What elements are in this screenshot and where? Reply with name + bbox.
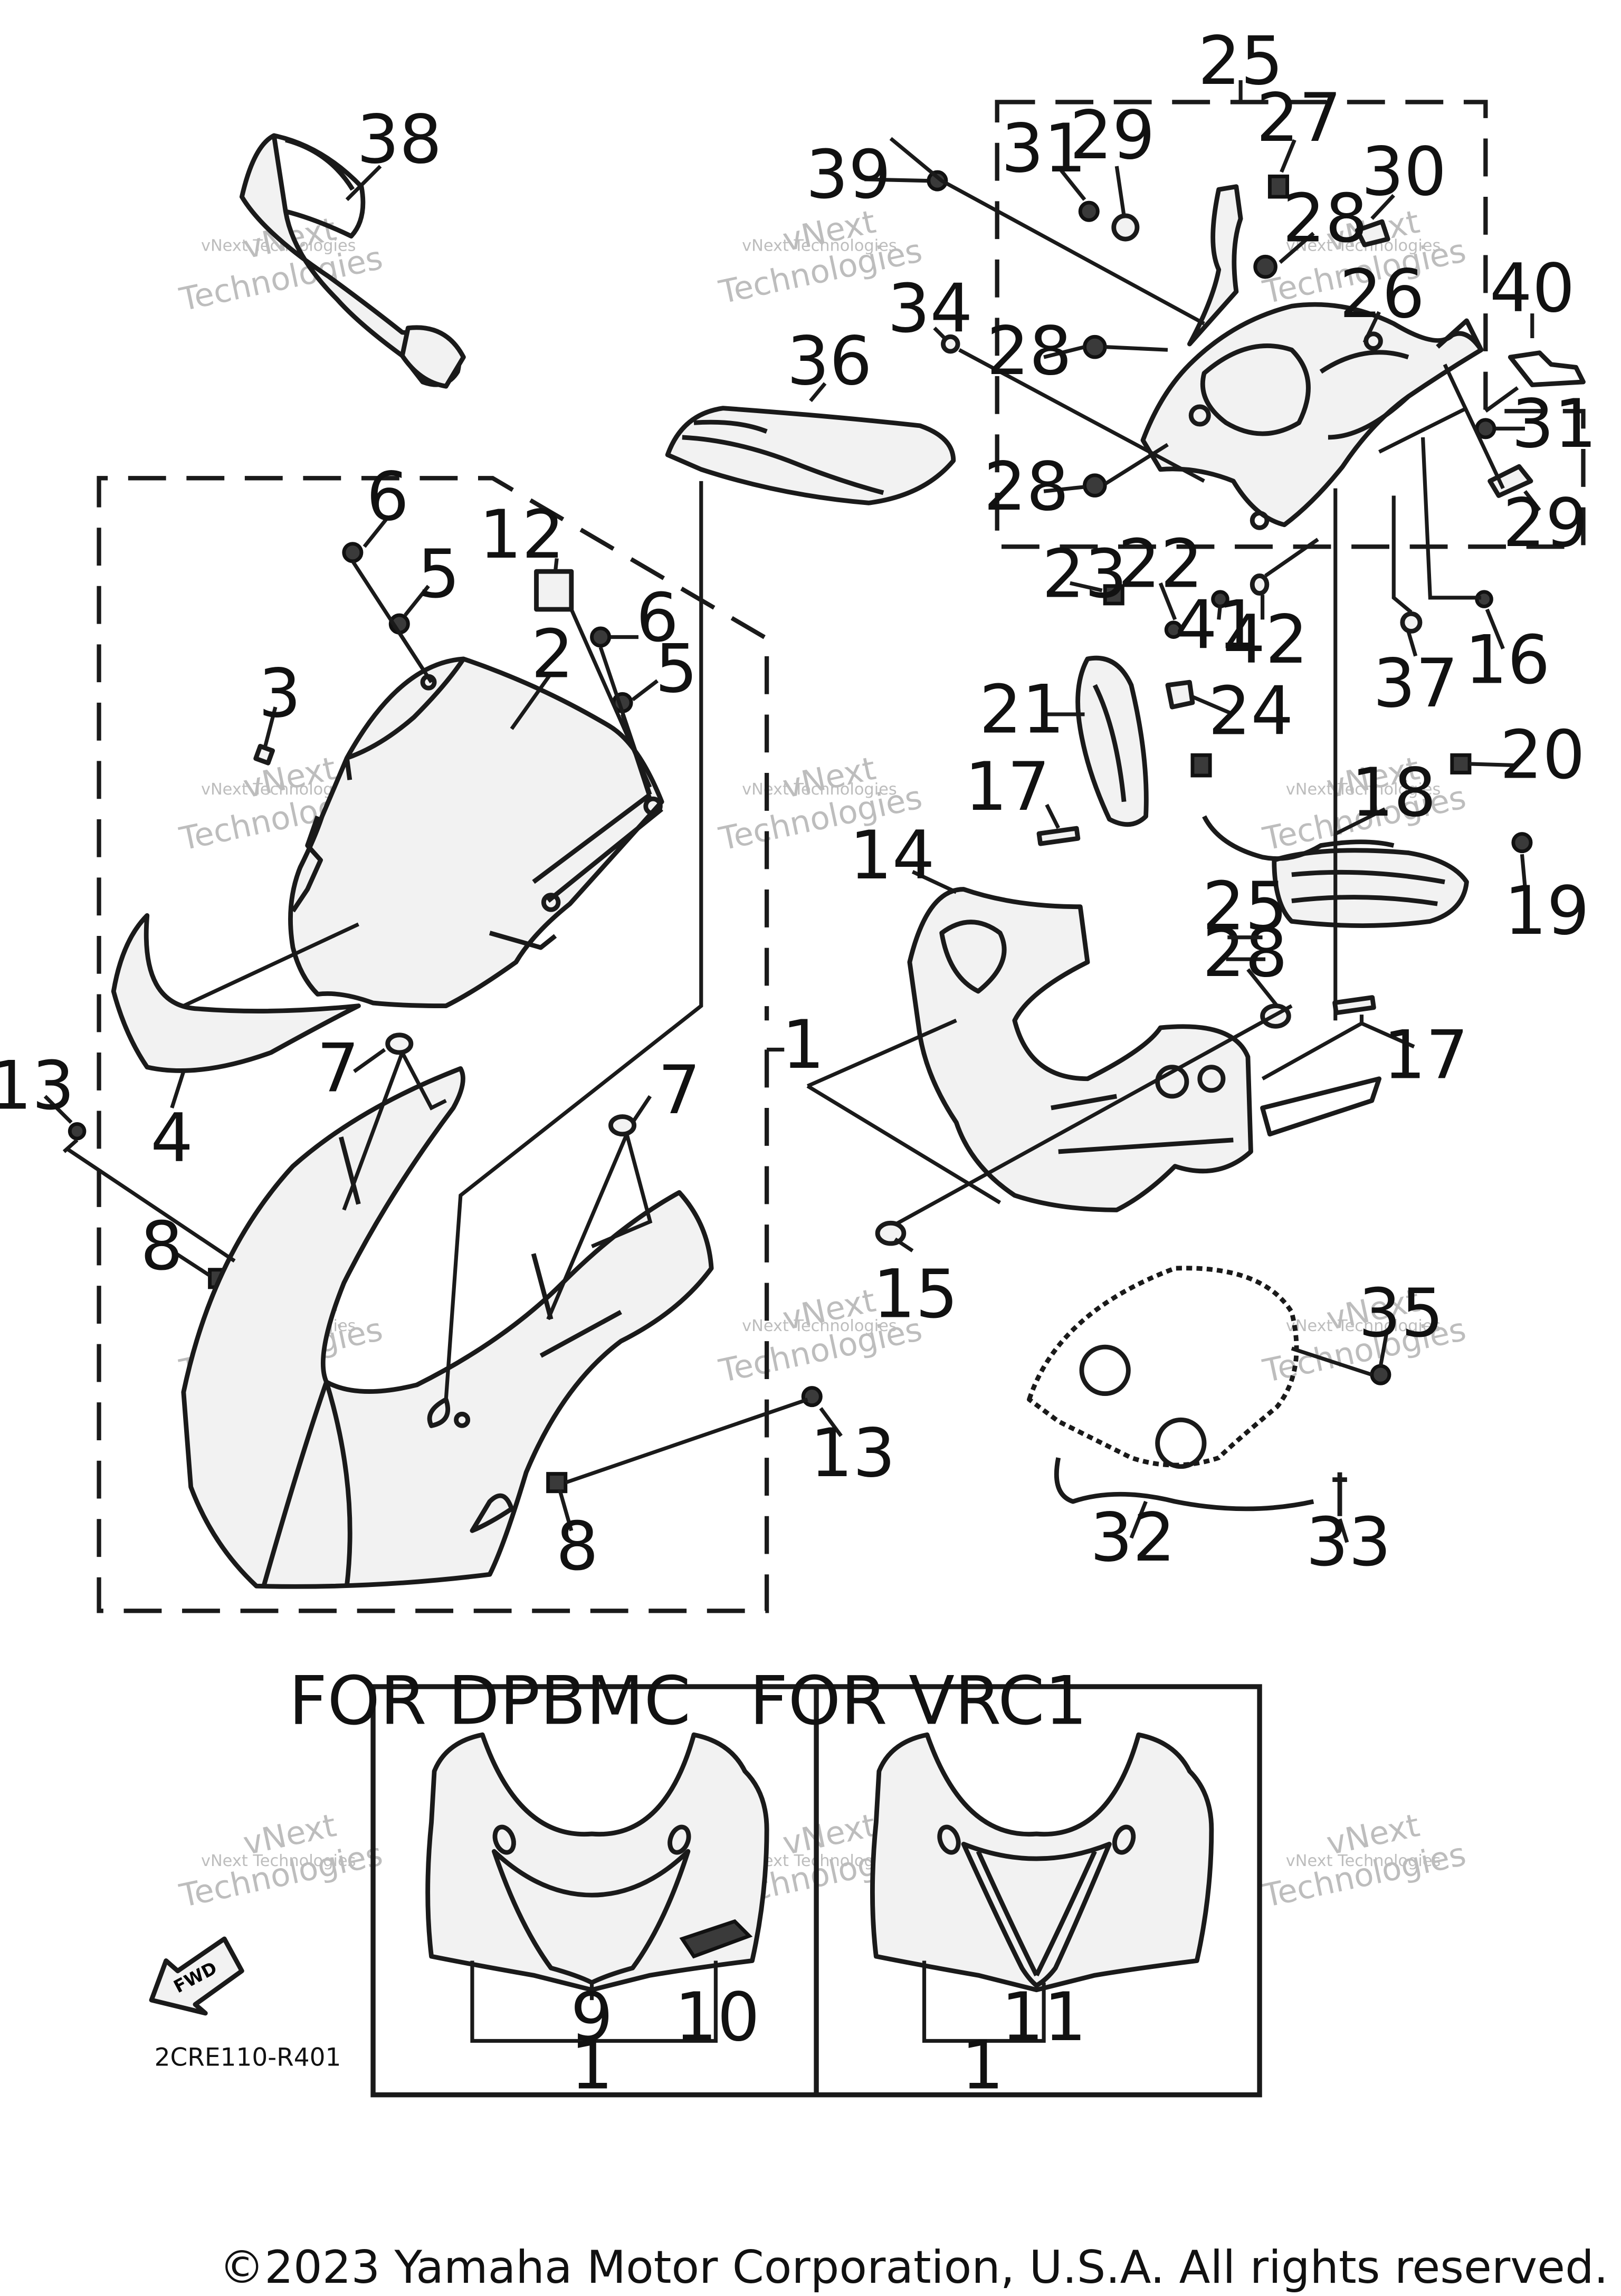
callout-31: 31 bbox=[1511, 385, 1597, 463]
callout-14: 14 bbox=[850, 816, 935, 894]
callout-1: 1 bbox=[961, 2026, 1004, 2104]
callout-39: 39 bbox=[806, 136, 891, 214]
callout-32: 32 bbox=[1090, 1498, 1176, 1576]
callout-28: 28 bbox=[987, 312, 1072, 390]
callout-23: 23 bbox=[1042, 535, 1128, 613]
part-3-clip bbox=[253, 743, 275, 766]
callout-11: 11 bbox=[1001, 1978, 1086, 2056]
callout-19: 19 bbox=[1504, 872, 1590, 950]
callout-7: 7 bbox=[658, 1051, 701, 1129]
part-4-panel bbox=[111, 913, 361, 1073]
watermark-text: vNext Technologies bbox=[742, 236, 897, 255]
callout-18: 18 bbox=[1351, 753, 1436, 831]
callout-1: 1 bbox=[570, 2026, 613, 2104]
part-38-mirror bbox=[239, 133, 466, 389]
callout-15: 15 bbox=[873, 1255, 958, 1333]
callout-34: 34 bbox=[888, 270, 973, 348]
watermark-text: vNext Technologies bbox=[201, 1852, 356, 1870]
callout-38: 38 bbox=[357, 100, 442, 178]
watermark-text: vNext Technologies bbox=[1286, 1317, 1441, 1335]
callout-16: 16 bbox=[1465, 621, 1550, 699]
part-12-label bbox=[534, 569, 574, 612]
group-1-boundary bbox=[97, 476, 769, 1613]
fasteners-upper-left bbox=[68, 542, 823, 1494]
callout-9: 9 bbox=[570, 1978, 613, 2056]
callout-35: 35 bbox=[1358, 1274, 1444, 1352]
callout-5: 5 bbox=[417, 535, 460, 613]
variant-title-vrc1: FOR VRC1 bbox=[749, 1662, 1087, 1740]
watermark-text: vNext Technologies bbox=[1286, 1852, 1441, 1870]
callout-29: 29 bbox=[1070, 96, 1155, 174]
callout-20: 20 bbox=[1500, 715, 1585, 793]
callout-17: 17 bbox=[1383, 1016, 1469, 1094]
callout-6: 6 bbox=[366, 457, 409, 535]
callout-6: 6 bbox=[636, 579, 679, 657]
callout-3: 3 bbox=[259, 654, 301, 732]
callout-labels: 25 27 29 31 30 39 28 40 26 34 28 36 31 2… bbox=[0, 22, 1597, 1585]
callout-33: 33 bbox=[1306, 1503, 1391, 1581]
diagram-code: 2CRE110-R401 bbox=[155, 2043, 341, 2072]
callout-27: 27 bbox=[1256, 79, 1342, 157]
callout-41: 41 bbox=[1175, 586, 1260, 664]
callout-22: 22 bbox=[1118, 524, 1203, 602]
copyright-notice: ©2023 Yamaha Motor Corporation, U.S.A. A… bbox=[219, 2241, 1608, 2294]
variant-vrc1-cowling bbox=[870, 1732, 1214, 1993]
callout-4: 4 bbox=[150, 1099, 193, 1177]
callout-42: 42 bbox=[1223, 600, 1308, 678]
callout-24: 24 bbox=[1208, 672, 1294, 750]
callout-26: 26 bbox=[1339, 255, 1425, 333]
callout-25: 25 bbox=[1203, 867, 1288, 945]
headlight-assembly bbox=[1027, 1266, 1391, 1516]
callout-12: 12 bbox=[479, 495, 565, 573]
part-1-front-cowling bbox=[181, 1066, 714, 1589]
callout-40: 40 bbox=[1490, 249, 1575, 327]
callout-13: 13 bbox=[0, 1047, 74, 1125]
group-25-boundary bbox=[995, 100, 1586, 549]
variant-title-dpbmc: FOR DPBMC bbox=[289, 1662, 691, 1740]
fwd-arrow-icon: FWD bbox=[149, 1936, 244, 2016]
watermark-text: vNext Technologies bbox=[1286, 780, 1441, 799]
part-2-windscreen bbox=[288, 656, 664, 1009]
callout-2: 2 bbox=[531, 615, 574, 693]
callout-5: 5 bbox=[655, 629, 698, 707]
callout-25: 25 bbox=[1198, 22, 1283, 100]
variant-dpbmc-cowling bbox=[425, 1732, 769, 1993]
callout-28: 28 bbox=[1203, 914, 1288, 992]
callout-8: 8 bbox=[140, 1207, 183, 1285]
callout-28: 28 bbox=[984, 447, 1069, 525]
callout-28: 28 bbox=[1283, 179, 1368, 257]
callout-36: 36 bbox=[787, 322, 872, 400]
part-25-bracket-assembly bbox=[1140, 184, 1484, 530]
callout-7: 7 bbox=[317, 1029, 359, 1107]
callout-21: 21 bbox=[979, 671, 1065, 749]
callout-8: 8 bbox=[556, 1507, 598, 1585]
callout-29: 29 bbox=[1503, 484, 1588, 562]
part-18-bracket bbox=[1190, 590, 1533, 929]
callout-37: 37 bbox=[1373, 644, 1458, 722]
part-36-side-cover bbox=[665, 406, 956, 505]
callout-31: 31 bbox=[1001, 109, 1086, 187]
callout-1: 1 bbox=[782, 1006, 825, 1084]
callout-13: 13 bbox=[810, 1414, 895, 1492]
part-21-bracket bbox=[1075, 573, 1270, 827]
callout-10: 10 bbox=[674, 1978, 760, 2056]
callout-30: 30 bbox=[1361, 132, 1447, 211]
leader-lines bbox=[43, 80, 1541, 1543]
variant-panel: FOR DPBMC FOR VRC1 9 10 1 11 1 bbox=[289, 1662, 1262, 2104]
callout-17: 17 bbox=[965, 748, 1050, 826]
